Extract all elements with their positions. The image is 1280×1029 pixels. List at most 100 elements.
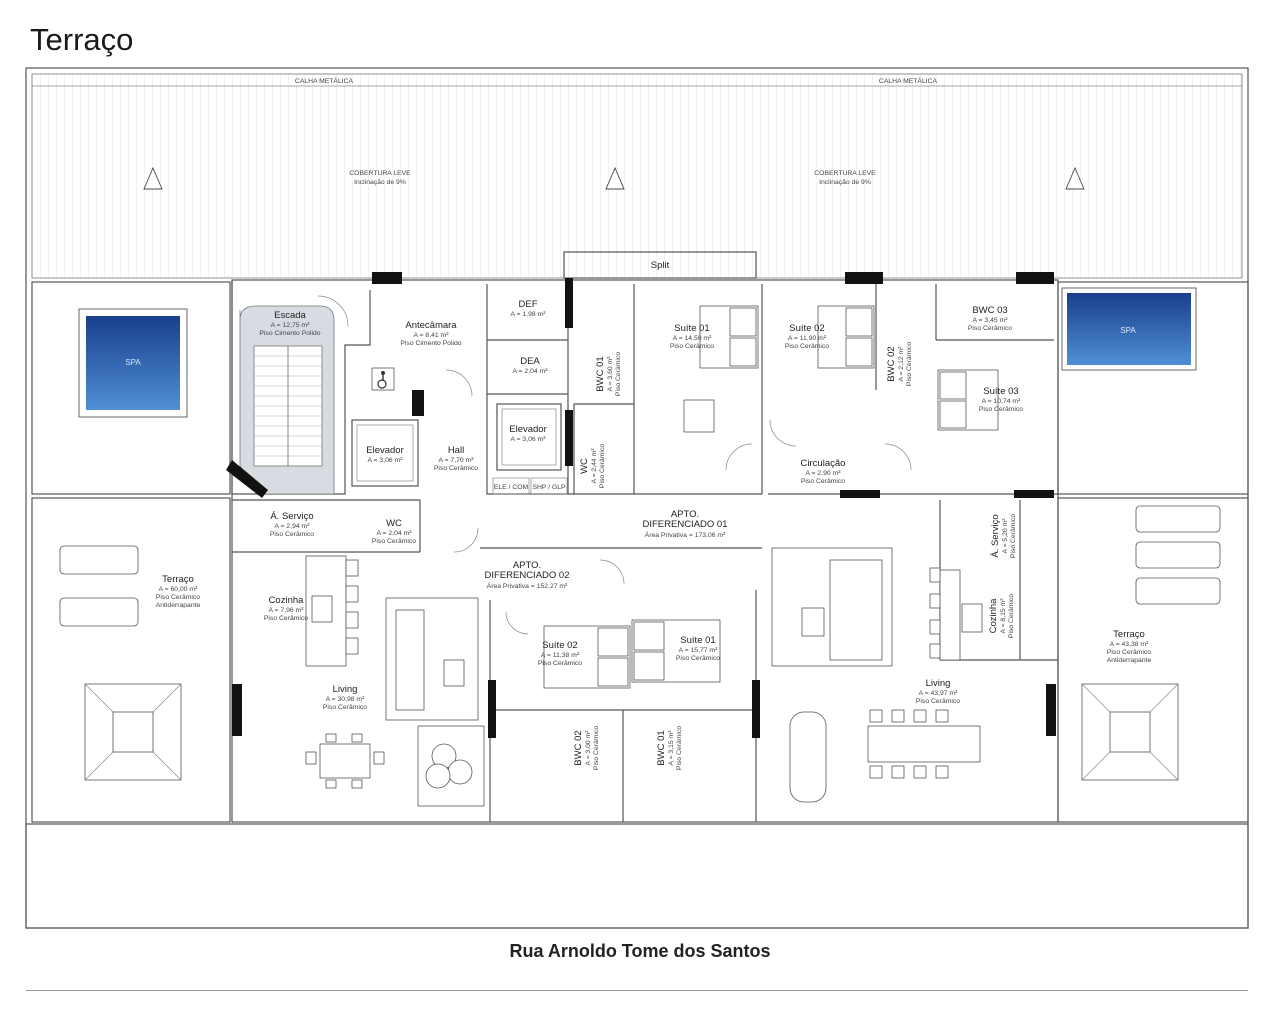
antecamara-area: A = 8,41 m²: [414, 332, 450, 339]
slope-label-right: Inclinação de 9%: [819, 179, 871, 186]
gutter-label-left: CALHA METÁLICA: [295, 76, 354, 85]
pillars: [232, 272, 1056, 738]
doors: [317, 295, 912, 635]
bwc02-apt2-area: A = 3,00 m²: [585, 730, 592, 766]
wheelchair-icon: [371, 367, 395, 391]
bwc03-apt1-area: A = 3,45 m²: [973, 317, 1009, 324]
bwc01-apt2-floor: Piso Cerâmico: [676, 726, 683, 770]
bwc01-apt1-floor: Piso Cerâmico: [615, 352, 622, 396]
terraco-right-finish: Antiderrapante: [1107, 657, 1152, 664]
suite01-apt2-area: A = 15,77 m²: [679, 647, 718, 654]
terraco-right-area: A = 43,38 m²: [1110, 641, 1149, 648]
cozinha-right-floor: Piso Cerâmico: [1008, 594, 1015, 638]
hall-name: Hall: [448, 445, 464, 456]
bwc01-apt2-name: BWC 01: [656, 730, 667, 765]
living-right-floor: Piso Cerâmico: [916, 698, 960, 705]
cover-label-right: COBERTURA LEVE: [814, 170, 876, 177]
roof-area: CALHA METÁLICA CALHA METÁLICA COBERTURA …: [31, 73, 1243, 279]
elevador-right-area: A = 3,06 m²: [511, 436, 547, 443]
bwc03-apt1-floor: Piso Cerâmico: [968, 325, 1012, 332]
bwc03-apt1-name: BWC 03: [972, 305, 1007, 316]
suite01-apt2-floor: Piso Cerâmico: [676, 655, 720, 662]
wc-apt1-floor: Piso Cerâmico: [599, 444, 606, 488]
stair: [226, 305, 335, 498]
suite03-apt1-floor: Piso Cerâmico: [979, 406, 1023, 413]
servico-left-floor: Piso Cerâmico: [270, 531, 314, 538]
apt1-line2: DIFERENCIADO 01: [643, 519, 728, 530]
servico-right-floor: Piso Cerâmico: [1010, 514, 1017, 558]
split-label: Split: [651, 260, 670, 271]
hall-floor: Piso Cerâmico: [434, 465, 478, 472]
terraco-left-finish: Antiderrapante: [156, 602, 201, 609]
terraco-left-floor: Piso Cerâmico: [156, 594, 200, 601]
cozinha-left-area: A = 7,96 m²: [269, 607, 305, 614]
building-walls: [231, 279, 1059, 823]
suite01-apt1-floor: Piso Cerâmico: [670, 343, 714, 350]
bwc02-apt1-area: A = 2,12 m²: [898, 346, 905, 382]
suite01-apt1-name: Suíte 01: [674, 323, 709, 334]
ele-com-label: ELE / COM: [494, 484, 529, 491]
circulacao-name: Circulação: [801, 458, 846, 469]
bwc01-apt1-name: BWC 01: [595, 356, 606, 391]
def-name: DEF: [519, 299, 538, 310]
furniture: [305, 399, 983, 807]
terraco-left-name: Terraço: [162, 574, 194, 585]
living-left-area: A = 30,98 m²: [326, 696, 365, 703]
street-name: Rua Arnoldo Tome dos Santos: [509, 941, 771, 961]
elevator-left-shaft: [351, 419, 419, 487]
bwc02-apt1-floor: Piso Cerâmico: [906, 342, 913, 386]
spa-left-label: SPA: [125, 358, 141, 367]
elevador-left-name: Elevador: [366, 445, 404, 456]
suite02-apt2-name: Suíte 02: [542, 640, 577, 651]
suite02-apt1-area: A = 11,90 m²: [788, 335, 827, 342]
servico-left-area: A = 2,94 m²: [275, 523, 311, 530]
escada-name: Escada: [274, 310, 306, 321]
apt1-area: Área Privativa = 173,06 m²: [645, 530, 726, 539]
servico-right-area: A = 5,20 m²: [1002, 518, 1009, 554]
bwc02-apt2-name: BWC 02: [573, 730, 584, 765]
wc-apt1-name: WC: [579, 458, 590, 474]
hall-area: A = 7,70 m²: [439, 457, 475, 464]
circulacao-area: A = 2,90 m²: [806, 470, 842, 477]
terraco-right-name: Terraço: [1113, 629, 1145, 640]
beds: [543, 305, 999, 689]
terraco-right-floor: Piso Cerâmico: [1107, 649, 1151, 656]
bwc02-apt1-name: BWC 02: [886, 346, 897, 381]
bottom-divider: [26, 990, 1248, 991]
room-labels: Escada A = 12,75 m² Piso Cimento Polido …: [156, 299, 1152, 770]
antecamara-name: Antecâmara: [405, 320, 457, 331]
suite02-apt1-name: Suíte 02: [789, 323, 824, 334]
slope-arrow-left: [143, 166, 163, 190]
bwc02-apt2-floor: Piso Cerâmico: [593, 726, 600, 770]
suite01-apt2-name: Suíte 01: [680, 635, 715, 646]
slope-label-left: Inclinação de 9%: [354, 179, 406, 186]
apt2-line2: DIFERENCIADO 02: [485, 570, 570, 581]
suite02-apt2-area: A = 11,38 m²: [541, 652, 580, 659]
elevador-right-name: Elevador: [509, 424, 547, 435]
suite02-apt2-floor: Piso Cerâmico: [538, 660, 582, 667]
dea-name: DEA: [520, 356, 540, 367]
shp-glp-label: SHP / GLP: [532, 484, 566, 491]
dea-area: A = 2,04 m²: [513, 368, 549, 375]
antecamara-floor: Piso Cimento Polido: [400, 340, 461, 347]
terraco-left-area: A = 60,00 m²: [159, 586, 198, 593]
circulacao-floor: Piso Cerâmico: [801, 478, 845, 485]
living-right-name: Living: [926, 678, 951, 689]
escada-floor: Piso Cimento Polido: [259, 330, 320, 337]
bwc01-apt1-area: A = 3,60 m²: [607, 356, 614, 392]
apt2-area: Área Privativa = 152,27 m²: [487, 581, 568, 590]
apt1-line1: APTO.: [671, 509, 699, 520]
living-left-floor: Piso Cerâmico: [323, 704, 367, 711]
apt2-line1: APTO.: [513, 560, 541, 571]
living-left-name: Living: [333, 684, 358, 695]
wc-apt1-area: A = 2,44 m²: [591, 448, 598, 484]
slope-arrow-center: [605, 166, 625, 190]
servico-left-name: Á. Serviço: [270, 511, 313, 522]
cozinha-left-name: Cozinha: [269, 595, 305, 606]
terrace-furniture: [59, 505, 1221, 781]
spa-left: SPA: [78, 308, 188, 418]
gutter-label-right: CALHA METÁLICA: [879, 76, 938, 85]
def-area: A = 1,98 m²: [511, 311, 547, 318]
elevador-left-area: A = 3,06 m²: [368, 457, 404, 464]
